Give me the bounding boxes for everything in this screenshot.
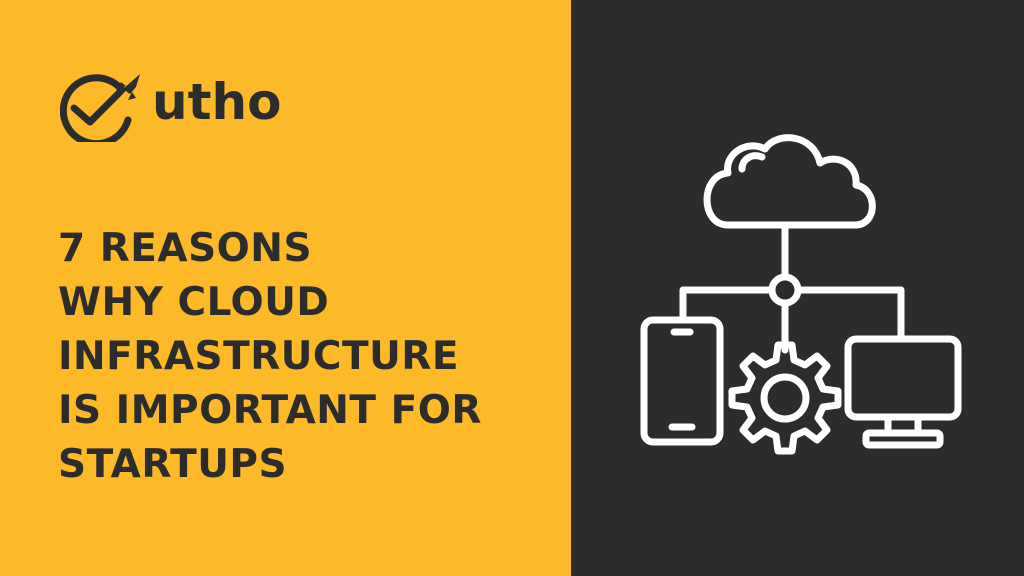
network-node-icon	[768, 273, 802, 307]
left-panel: utho 7 REASONS WHY CLOUD INFRASTRUCTURE …	[0, 0, 571, 576]
smartphone-icon	[640, 316, 724, 446]
connector-line	[679, 286, 776, 321]
headline-line: 7 REASONS	[58, 226, 313, 271]
headline-line: STARTUPS	[58, 442, 288, 487]
brand-name: utho	[152, 73, 282, 131]
connector-line	[794, 286, 905, 339]
monitor-icon	[844, 335, 962, 449]
gear-icon	[728, 341, 842, 455]
headline-line: IS IMPORTANT FOR	[58, 388, 482, 433]
cloud-icon	[703, 134, 876, 229]
cloud-highlight-icon	[738, 152, 766, 173]
headline-line: INFRASTRUCTURE	[58, 334, 459, 379]
brand-logo: utho	[60, 68, 281, 142]
headline: 7 REASONS WHY CLOUD INFRASTRUCTURE IS IM…	[58, 222, 482, 492]
check-circle-rocket-icon	[60, 74, 140, 142]
headline-line: WHY CLOUD	[58, 280, 330, 325]
cloud-infrastructure-illustration	[640, 134, 962, 455]
